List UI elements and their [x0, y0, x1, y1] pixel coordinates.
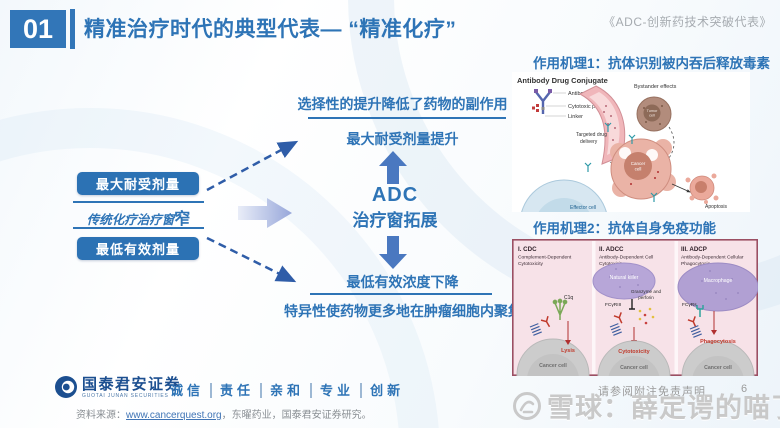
disclaimer-note: 请参阅附注免责声明 — [598, 386, 706, 398]
adc-subtitle: 治疗窗拓展 — [352, 211, 438, 230]
brand-name-cn: 国泰君安证券 — [82, 376, 182, 393]
watermark-text: 雪球：薛定谔的喵了 — [547, 393, 780, 423]
immune-mechanism-diagram: I. CDC Complement-Dependent Cytotoxicity… — [512, 239, 759, 414]
fig1-label-cancer-2: cell — [635, 167, 642, 172]
fig1-label-linker: Linker — [568, 114, 583, 120]
traditional-chemo-window-label: 传统化疗治疗窗窄 — [73, 205, 204, 229]
adcp-receptor-icon — [696, 305, 704, 317]
adc-antibody-icon — [532, 89, 552, 114]
bystander-cell-icon — [636, 96, 672, 132]
brand-values: 诚信责任亲和专业创新 — [170, 380, 405, 399]
cancer-cell-icon — [610, 138, 676, 200]
adcc-antigen-icon — [609, 323, 622, 336]
slide-number-badge: 01 — [10, 10, 66, 48]
adcc-secretion-1: Granzyme and — [631, 289, 662, 294]
adcc-molecule-label: FCγRIII — [605, 302, 621, 308]
fig1-title: Antibody Drug Conjugate — [517, 76, 608, 85]
title-divider-bar — [70, 9, 75, 49]
adcp-effector-label: Macrophage — [704, 278, 733, 284]
dashed-arrow-up-icon — [206, 140, 299, 192]
cdc-antibody-icon — [540, 315, 551, 328]
fig1-label-payload: Cytotoxic payload — [568, 104, 611, 110]
report-series-note: 《ADC-创新药技术突破代表》 — [603, 15, 772, 29]
gradient-right-arrow-icon — [238, 198, 292, 228]
adcc-name-1: Antibody-Dependent Cell — [599, 255, 653, 261]
rule-top — [308, 117, 506, 119]
teal-antibody-icons — [584, 122, 658, 202]
source-line: 资料来源：www.cancerquest.org，东曜药业，国泰君安证券研究。 — [76, 406, 372, 421]
value-responsibility: 责任 — [210, 383, 255, 398]
cdc-id: I. CDC — [518, 246, 537, 253]
cdc-result-label: Lysis — [561, 348, 575, 354]
cdc-molecule-label: C1q — [564, 295, 573, 301]
brand-name-en: GUOTAI JUNAN SECURITIES — [82, 393, 169, 399]
fig1-label-bystander: Bystander effects — [634, 84, 677, 90]
mechanism2-title: 作用机理2：抗体自身免疫功能 — [533, 221, 717, 236]
cdc-name-1: Complement-Dependent — [518, 255, 572, 261]
cdc-name-2: Cytotoxicity — [518, 261, 544, 267]
mechanism1-title: 作用机理1：抗体识别被内吞后释放毒素 — [533, 56, 771, 71]
adcp-name-1: Antibody-Dependent Cellular — [681, 255, 744, 261]
adcp-antigen-icon — [689, 325, 702, 338]
max-tolerated-dose-box: 最大耐受剂量 — [77, 172, 199, 195]
min-effective-dose-box: 最低有效剂量 — [77, 237, 199, 260]
fig1-label-delivery-2: delivery — [580, 139, 598, 145]
adcp-cancer-cell-label: Cancer cell — [704, 365, 732, 371]
rule-bottom — [310, 293, 492, 295]
fig1-label-antibody: Antibody — [568, 91, 590, 97]
fig1-label-cancer-1: Cancer — [631, 161, 646, 166]
adc-title: ADC — [371, 184, 419, 206]
granzyme-dots-icon — [638, 307, 655, 325]
fig1-label-effector: Effector cell — [570, 205, 596, 211]
brand-block: 国泰君安证券 GUOTAI JUNAN SECURITIES — [82, 377, 181, 399]
blood-vessel-icon — [578, 85, 626, 165]
page-title: 精准治疗时代的典型代表— “精准化疗” — [84, 18, 457, 41]
fig1-label-tumor-1: Tumor — [647, 109, 659, 113]
dashed-arrow-down-icon — [206, 236, 297, 283]
adcc-antibody-icon — [613, 312, 623, 324]
figure-immune-mechanism: I. CDC Complement-Dependent Cytotoxicity… — [512, 239, 759, 414]
adcp-molecule-label: FCγRs — [682, 302, 697, 308]
apoptosis-cell-icon — [685, 173, 719, 204]
xueqiu-logo-icon — [513, 391, 541, 420]
value-innovation: 创新 — [360, 383, 405, 398]
adcc-id: II. ADCC — [599, 246, 624, 253]
block-arrow-down-icon — [379, 236, 407, 269]
source-suffix: ，东曜药业，国泰君安证券研究。 — [221, 410, 372, 421]
adcc-result-label: Cytotoxicity — [618, 349, 650, 355]
fig1-label-apoptosis: Apoptosis — [705, 204, 727, 210]
adcc-effector-label: Natural killer — [610, 275, 639, 281]
fig1-label-delivery-1: Targeted drug — [576, 132, 607, 138]
cdc-cancer-cell-label: Cancer cell — [539, 363, 567, 369]
adcc-secretion-2: perforin — [638, 295, 654, 300]
benefit-bottom-text: 特异性使药物更多地在肿瘤细胞内聚集 — [284, 303, 522, 319]
adcp-id: III. ADCP — [681, 246, 707, 253]
source-link[interactable]: www.cancerquest.org — [126, 410, 222, 421]
result-top-text: 最大耐受剂量提升 — [346, 131, 459, 147]
value-professionalism: 专业 — [310, 383, 355, 398]
cdc-antigen-icon — [529, 323, 542, 336]
therapeutic-window-line-top — [73, 201, 204, 203]
window-label-emphasis: 窄 — [174, 211, 191, 228]
block-arrow-up-icon — [379, 151, 407, 184]
watermark: 雪球：薛定谔的喵了 — [512, 386, 780, 425]
benefit-top-text: 选择性的提升降低了药物的副作用 — [297, 96, 508, 112]
adcc-cancer-cell-label: Cancer cell — [620, 365, 648, 371]
value-affinity: 亲和 — [260, 383, 305, 398]
adcp-name-2: Phagocytosis — [681, 261, 711, 267]
result-bottom-text: 最低有效浓度下降 — [346, 274, 459, 290]
adcc-receptor-icon — [629, 299, 635, 310]
value-integrity: 诚信 — [170, 383, 205, 398]
adcp-result-label: Phagocytosis — [700, 339, 736, 345]
adc-mechanism-diagram: Antibody Drug Conjugate Antibody Cytotox… — [512, 72, 750, 269]
window-label-text: 传统化疗治疗窗 — [86, 213, 175, 227]
fig1-label-tumor-2: cell — [649, 114, 655, 118]
therapeutic-window-line-bottom — [73, 227, 204, 229]
source-prefix: 资料来源： — [76, 410, 126, 421]
c1q-molecule-icon — [552, 298, 568, 320]
guotai-junan-logo-icon — [54, 375, 78, 404]
figure-adc-mechanism: Antibody Drug Conjugate Antibody Cytotox… — [512, 72, 750, 269]
natural-killer-cell-icon — [592, 262, 656, 300]
page-number: 6 — [741, 383, 748, 395]
